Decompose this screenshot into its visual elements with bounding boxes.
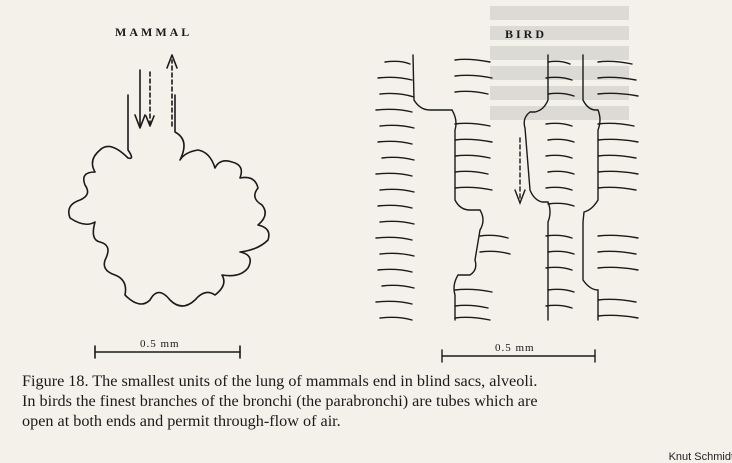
mammal-scale-label: 0.5 mm [140,338,180,350]
caption-line-2: In birds the finest branches of the bron… [22,391,722,411]
figure-caption: Figure 18. The smallest units of the lun… [22,371,722,431]
caption-line-3: open at both ends and permit through-flo… [22,411,722,431]
parabronchi-tubes [376,55,638,362]
caption-line-1: Figure 18. The smallest units of the lun… [22,371,722,391]
photo-credit: Knut Schmidt [669,451,732,463]
parabronchus-right-wall-2 [583,55,600,320]
parabronchus-left-wall-1 [376,61,414,320]
alveolar-sac [69,95,269,306]
bird-scale-label: 0.5 mm [495,342,535,354]
parabronchus-right-wall-1 [546,61,574,308]
